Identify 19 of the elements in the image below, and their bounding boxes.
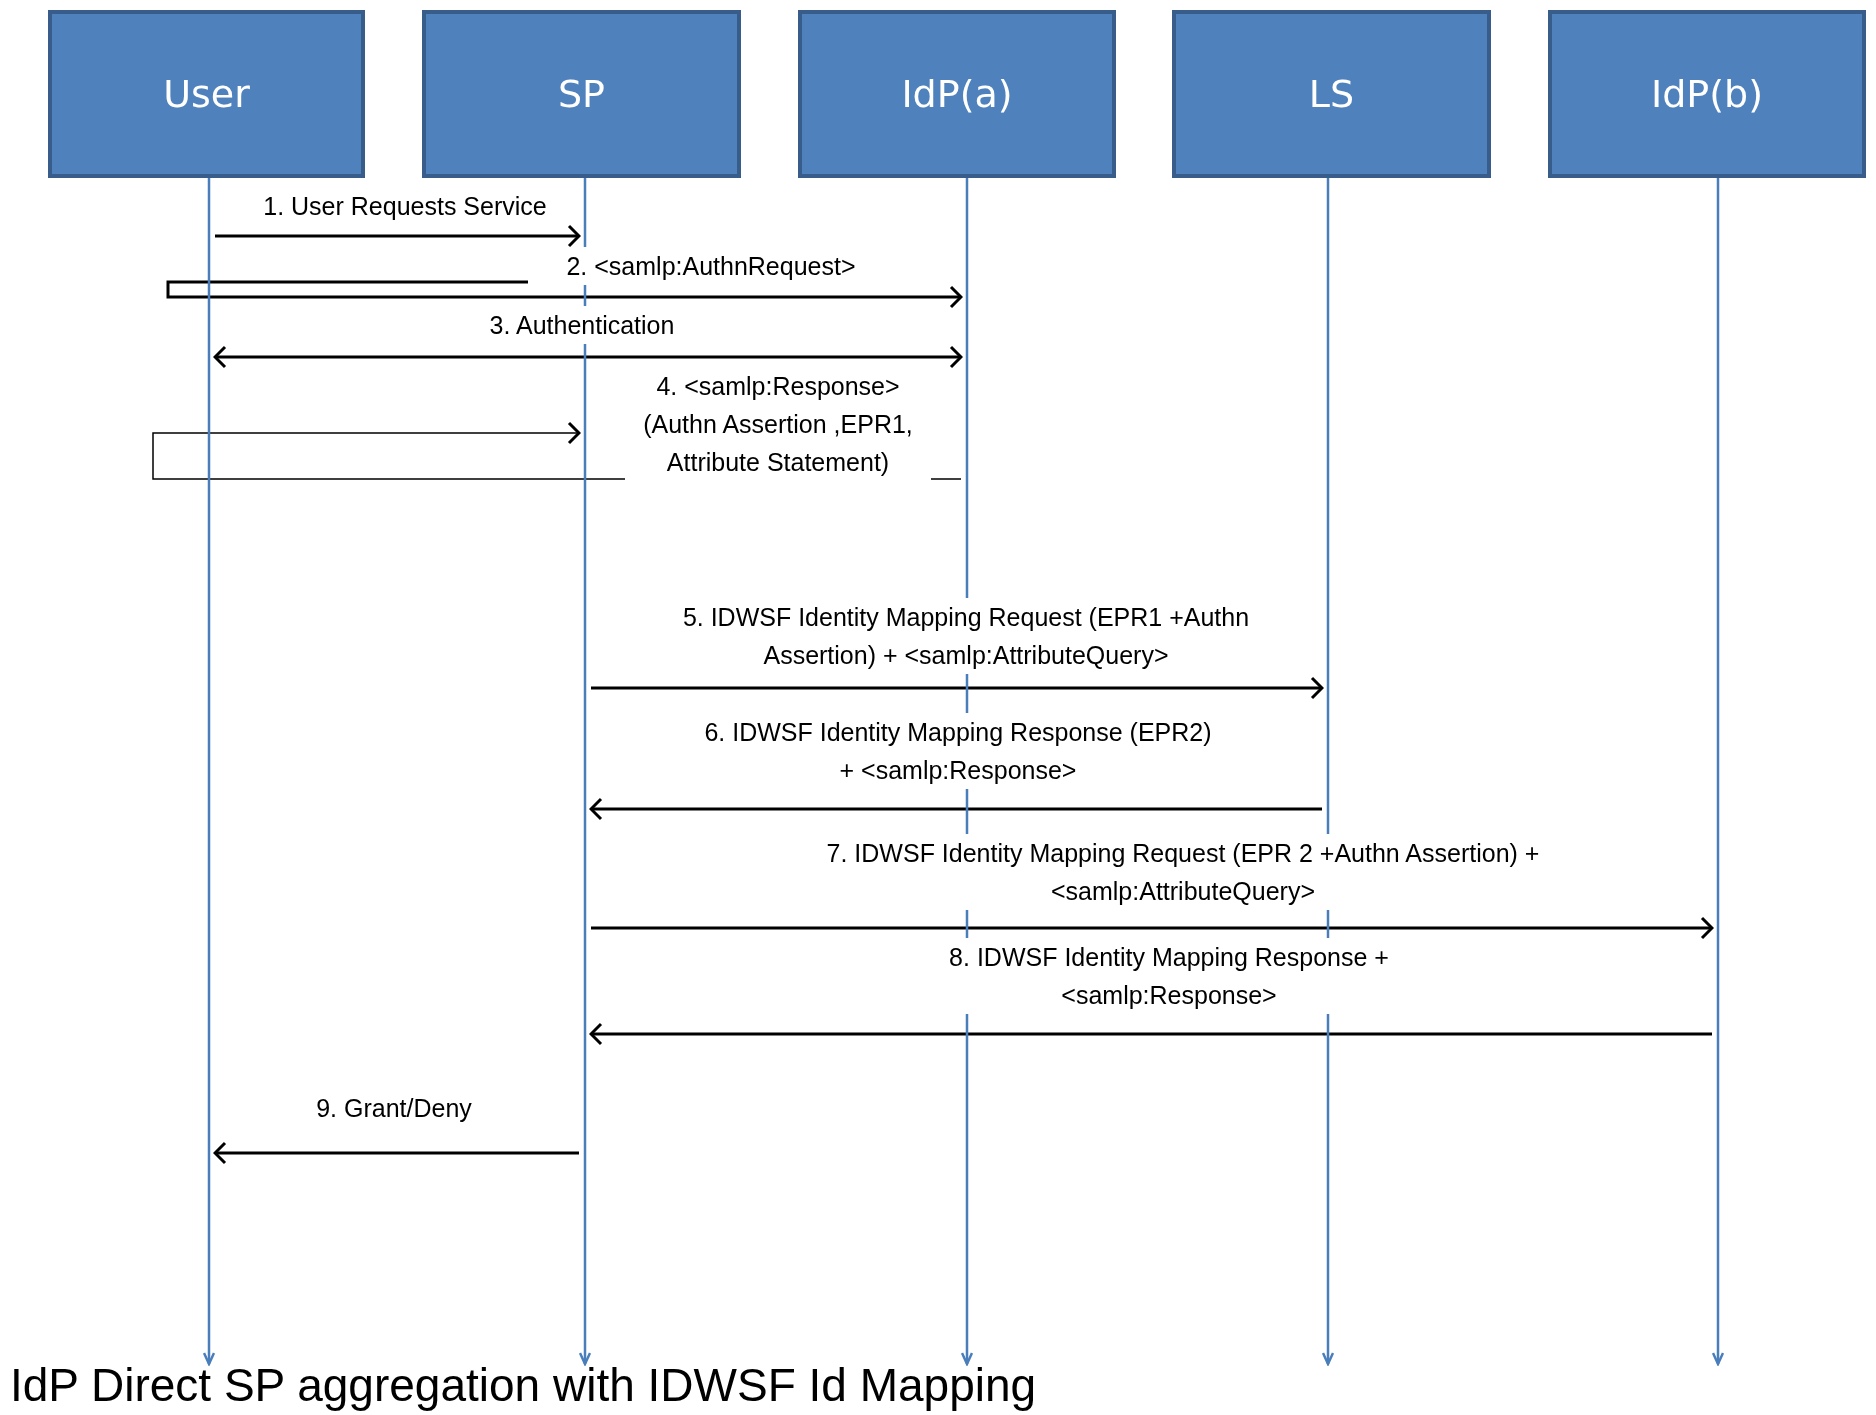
participant-name: IdP(a) [901, 72, 1013, 116]
participant-box [1548, 10, 1866, 178]
message-arrow [589, 1022, 1712, 1046]
diagram-title: IdP Direct SP aggregation with IDWSF Id Mapping [10, 1358, 1037, 1412]
message-arrow [213, 1141, 579, 1165]
participant-box [1172, 10, 1491, 178]
participant-box [422, 10, 741, 178]
message-arrow [213, 345, 963, 369]
message-arrow [589, 797, 1322, 821]
participant-box [798, 10, 1116, 178]
participant-name: IdP(b) [1651, 72, 1763, 116]
message-arrow [591, 676, 1324, 700]
participant-name: User [163, 72, 250, 116]
participant-name: SP [557, 72, 605, 116]
participant-box [48, 10, 365, 178]
participant-name: LS [1308, 72, 1355, 116]
message-arrow [166, 280, 963, 309]
message-arrow [591, 916, 1714, 940]
message-arrow [215, 224, 581, 248]
